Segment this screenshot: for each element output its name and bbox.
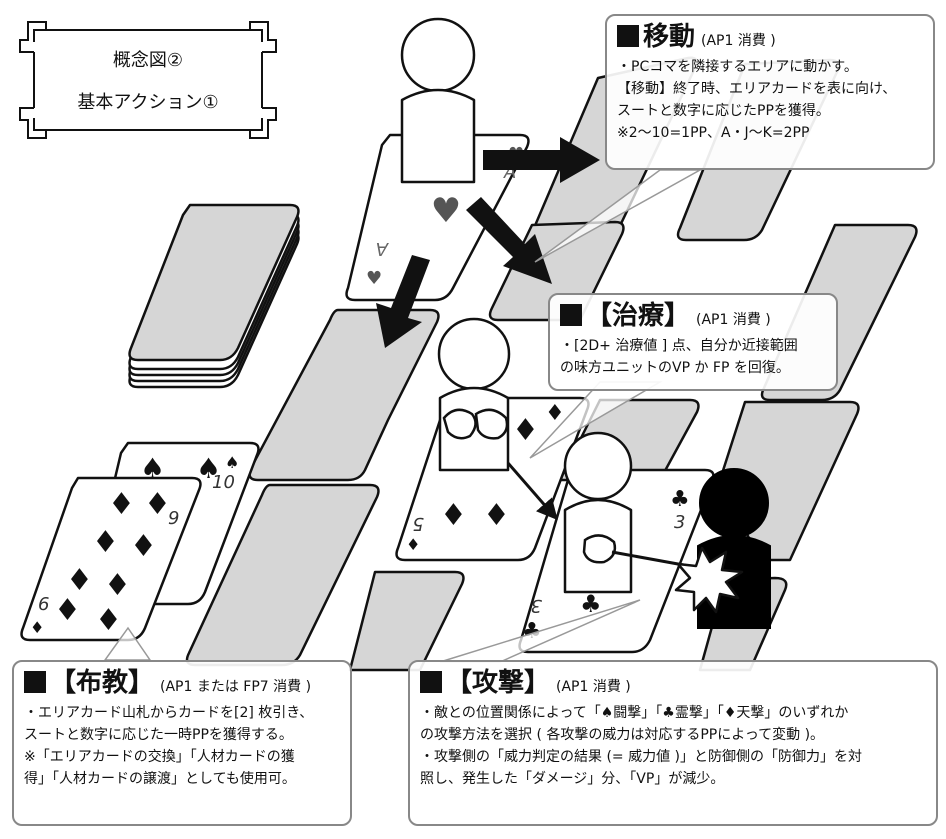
black-square-icon	[560, 304, 582, 326]
attack-line: 照し、発生した「ダメージ」分、「VP」が減少。	[420, 771, 725, 787]
preach-action-box: 【布教】 (AP1 または FP7 消費 ) ・エリアカード山札からカードを[2]…	[12, 660, 352, 826]
label-line-1: 概念図②	[113, 49, 183, 71]
label-line-2: 基本アクション①	[77, 92, 218, 113]
heal-title: 【治療】 (AP1 消費 )	[560, 301, 826, 335]
preach-line: ・エリアカード山札からカードを[2] 枚引き、	[24, 705, 314, 721]
preach-title: 【布教】 (AP1 または FP7 消費 )	[24, 668, 340, 702]
card-suit: ♠	[225, 453, 239, 472]
black-square-icon	[617, 25, 639, 47]
attack-line: の攻撃方法を選択 ( 各攻撃の威力は対応するPPによって変動 )。	[420, 727, 825, 743]
heal-line: ・[2D+ 治療値 ] 点、自分か近接範囲	[560, 338, 798, 354]
pc-figure-attacker	[563, 431, 633, 594]
black-square-icon	[24, 671, 46, 693]
black-square-icon	[420, 671, 442, 693]
preach-cost: (AP1 または FP7 消費 )	[160, 679, 312, 695]
card-suit: ♦	[512, 413, 539, 448]
pc-figure-moving	[400, 17, 476, 184]
card-suit: ♦	[108, 487, 135, 522]
attack-title-text: 【攻撃】	[446, 668, 551, 698]
card-suit: ♦	[54, 593, 81, 628]
move-line: ・PCコマを隣接するエリアに動かす。	[617, 59, 858, 75]
attack-line: ・攻撃側の「威力判定の結果 (= 威力値 )」と防御側の「防御力」を対	[420, 749, 863, 765]
move-callout-tail	[534, 169, 703, 263]
healer-hand-left	[442, 408, 477, 440]
area-card-deck	[128, 203, 300, 389]
card-rank-rot: A	[376, 238, 389, 259]
enemy-figure	[697, 468, 771, 629]
card-suit: ♦	[406, 535, 420, 554]
move-title: 移動 (AP1 消費 )	[617, 22, 923, 56]
healer-hand-right	[474, 408, 509, 440]
heal-title-text: 【治療】	[586, 301, 691, 331]
move-title-text: 移動	[643, 22, 696, 52]
move-line: 【移動】終了時、エリアカードを表に向け、	[617, 81, 897, 97]
card-rank: 6	[38, 594, 49, 615]
card-suit: ♣	[580, 590, 602, 618]
card-suit-center: ♥	[431, 191, 461, 231]
heal-line: の味方ユニットのVP か FP を回復。	[560, 360, 790, 376]
card-suit: ♦	[130, 529, 157, 564]
attack-cost: (AP1 消費 )	[556, 679, 631, 695]
pc-figure-healer	[437, 317, 511, 472]
move-arrow-down-right	[466, 197, 552, 284]
card-suit: ♦	[545, 401, 565, 426]
heal-action-box: 【治療】 (AP1 消費 ) ・[2D+ 治療値 ] 点、自分か近接範囲 の味方ユ…	[548, 293, 838, 391]
card-suit: ♦	[440, 498, 467, 533]
preach-line: スートと数字に応じた一時PPを獲得する。	[24, 727, 293, 743]
move-cost: (AP1 消費 )	[701, 33, 776, 49]
label-frame	[19, 21, 277, 139]
card-suit: ♦	[66, 563, 93, 598]
card-rank-rot: 3	[531, 595, 542, 616]
card-suit-corner-rot: ♥	[366, 268, 382, 289]
move-line: ※2〜10=1PP、A・J〜K=2PP	[617, 125, 810, 141]
area-card-back	[248, 308, 440, 482]
movement-arrows	[376, 137, 600, 348]
attack-line: ・敵との位置関係によって「♠闘撃」「♣霊撃」「♦天撃」のいずれか	[420, 705, 849, 721]
card-suit: ♦	[95, 603, 122, 638]
card-suit: ♦	[483, 498, 510, 533]
impact-burst-icon	[674, 546, 744, 614]
card-suit: ♣	[670, 487, 690, 512]
card-rank: 5	[413, 513, 424, 534]
ace-of-hearts-card: ♥ A ♥ A ♥	[345, 133, 530, 302]
card-suit: ♦	[104, 568, 131, 603]
card-suit: ♦	[30, 618, 44, 637]
card-rank: 10	[212, 472, 235, 493]
card-suit: ♦	[144, 487, 171, 522]
area-card-back	[348, 570, 465, 672]
card-rank: 3	[674, 512, 685, 533]
card-rank: 9	[168, 508, 179, 529]
preach-line: 得」「人材カードの譲渡」としても使用可。	[24, 771, 296, 787]
deck-card-top	[128, 203, 300, 362]
move-arrow-right	[483, 137, 600, 183]
card-suit: ♦	[92, 525, 119, 560]
attacker-fist	[582, 534, 617, 564]
attack-action-box: 【攻撃】 (AP1 消費 ) ・敵との位置関係によって「♠闘撃」「♣霊撃」「♦天撃…	[408, 660, 938, 826]
preach-title-text: 【布教】	[50, 668, 155, 698]
heal-cost: (AP1 消費 )	[696, 312, 771, 328]
move-line: スートと数字に応じたPPを獲得。	[617, 103, 830, 119]
preach-line: ※「エリアカードの交換」「人材カードの獲	[24, 749, 295, 765]
nine-of-diamonds-card: 9 6 ♦ ♦ ♦ ♦ ♦ ♦ ♦ ♦ ♦	[20, 476, 202, 642]
move-action-box: 移動 (AP1 消費 ) ・PCコマを隣接するエリアに動かす。 【移動】終了時、エ…	[605, 14, 935, 170]
callout-tails	[103, 169, 703, 663]
move-arrow-down-left	[376, 255, 430, 348]
attack-title: 【攻撃】 (AP1 消費 )	[420, 668, 926, 702]
